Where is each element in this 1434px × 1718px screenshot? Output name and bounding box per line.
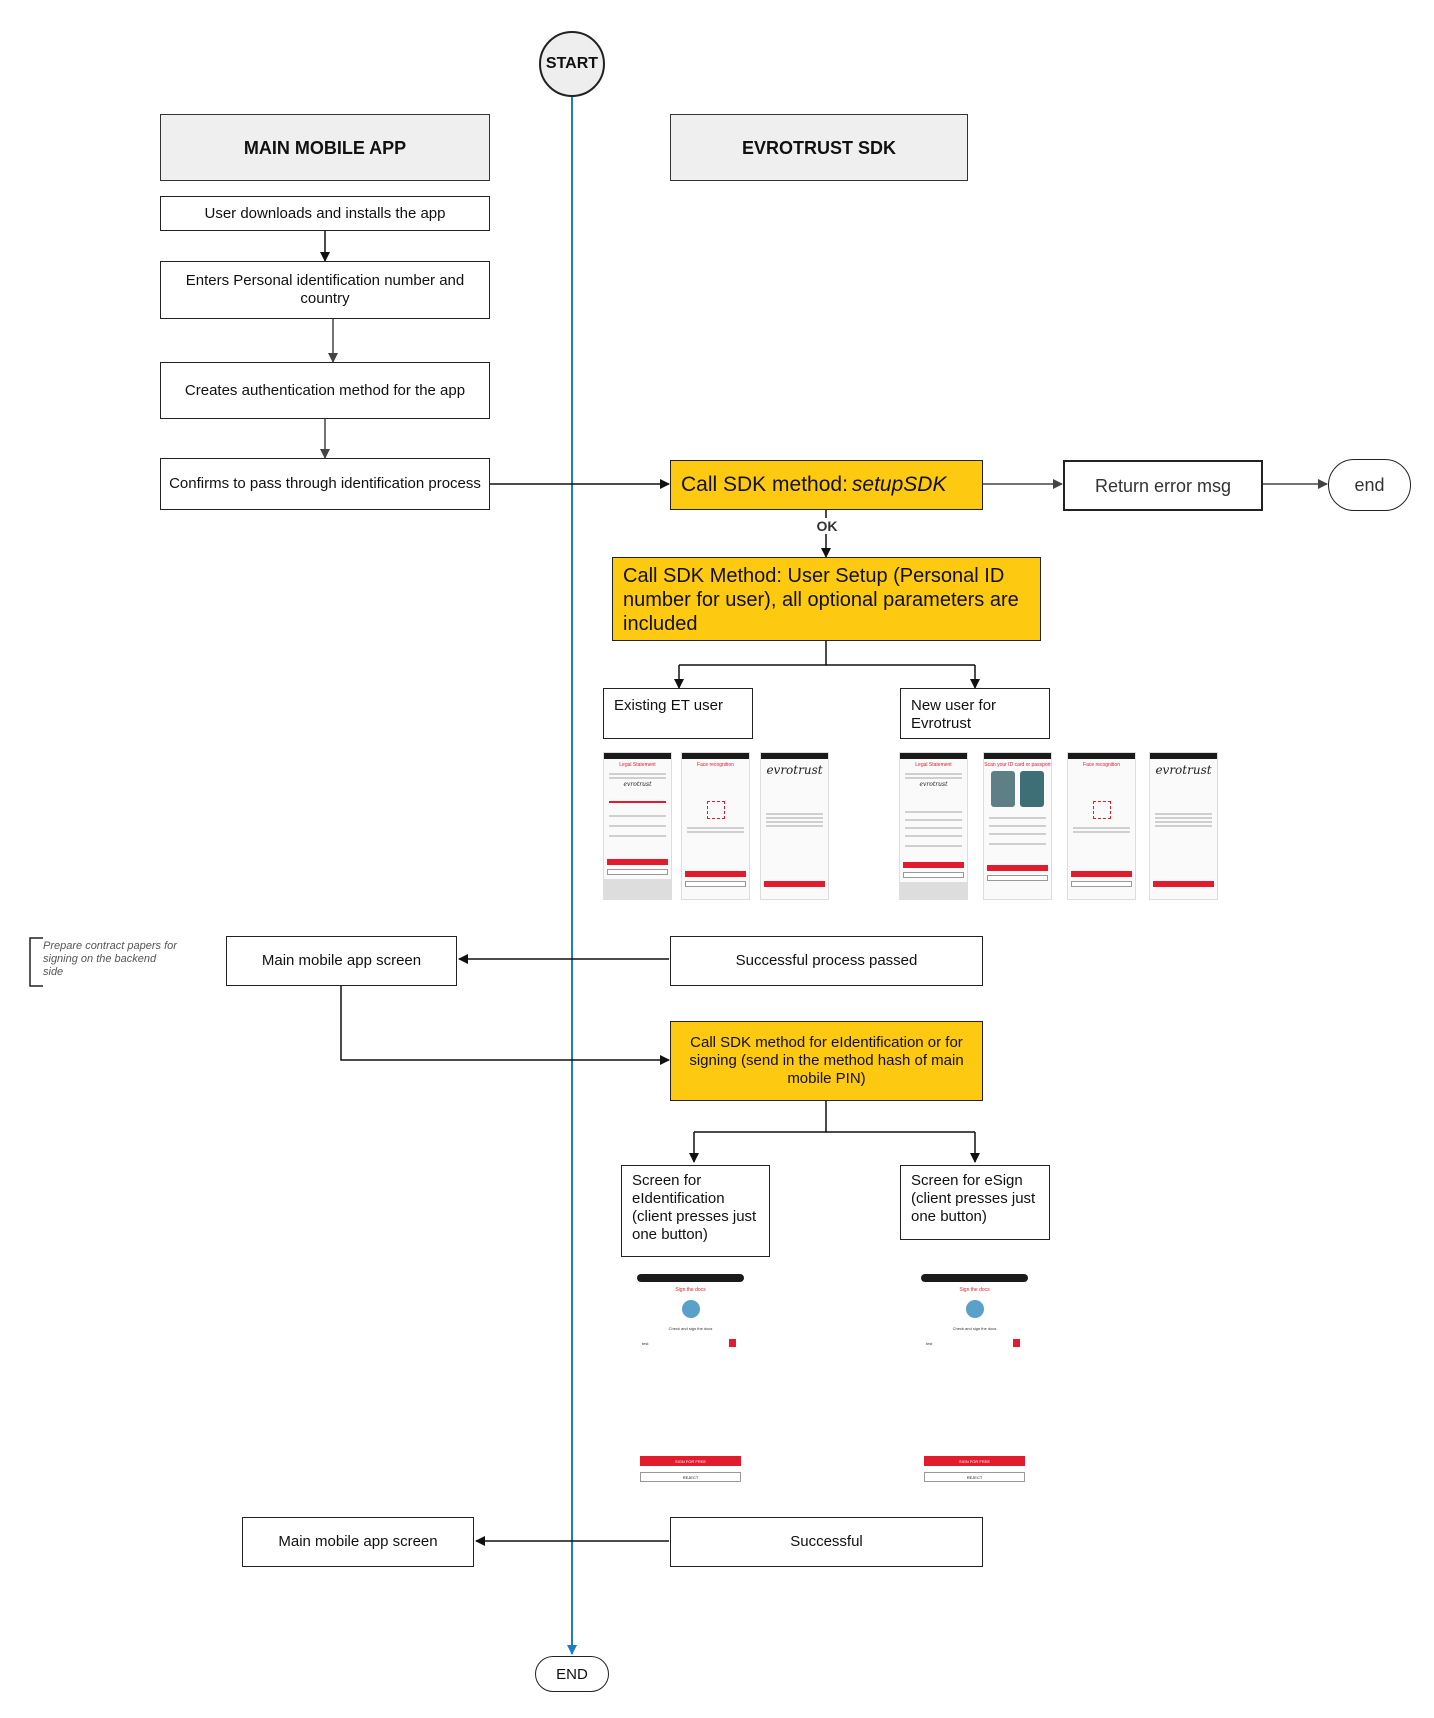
arrow-main-to-eid [340,985,670,1065]
phone-sign-eid: Sign the docs Check and sign the docs te… [637,1274,744,1502]
sdk-setup-call: Call SDK method: setupSDK [670,460,983,510]
sign-title: Sign the docs [675,1287,706,1293]
step-enter-pin: Enters Personal identification number an… [160,261,490,319]
sdk-header: EVROTRUST SDK [670,114,968,181]
split-user-setup [679,640,827,666]
phone-new-face: Face recognition [1067,752,1136,900]
phone-legal-statement: Legal Statement evrotrust [603,752,672,900]
screen-esign-box: Screen for eSign (client presses just on… [900,1165,1050,1240]
split-eid [694,1101,827,1133]
sdk-user-setup: Call SDK Method: User Setup (Personal ID… [612,557,1041,641]
existing-user-box: Existing ET user [603,688,753,739]
phone-scan-id: Scan your ID card or passport [983,752,1052,900]
sdk-eid-call: Call SDK method for eIdentification or f… [670,1021,983,1101]
phone-evrotrust-info: evrotrust [760,752,829,900]
sign-doc-name: test [926,1341,933,1346]
phone-title: Face recognition [1083,762,1120,768]
end-small-terminal: end [1328,459,1411,511]
phone-logo: evrotrust [919,781,948,788]
screen-eid-box: Screen for eIdentification (client press… [621,1165,770,1257]
phone-face-recognition: Face recognition [681,752,750,900]
phone-logo: evrotrust [1155,763,1212,777]
phone-title: Scan your ID card or passport [984,762,1051,768]
sign-subtitle: Check and sign the docs [668,1326,713,1331]
reject-button[interactable]: REJECT [640,1472,741,1482]
reject-button[interactable]: REJECT [924,1472,1025,1482]
phone-new-evrotrust: evrotrust [1149,752,1218,900]
error-box: Return error msg [1063,460,1263,511]
end-terminal: END [535,1656,609,1692]
note-bracket [29,937,43,987]
phone-sign-esign: Sign the docs Check and sign the docs te… [921,1274,1028,1502]
sign-title: Sign the docs [959,1287,990,1293]
step-confirm: Confirms to pass through identification … [160,458,490,510]
sign-button[interactable]: SIGN FOR FREE [640,1456,741,1466]
phone-logo: evrotrust [766,763,823,777]
sign-button[interactable]: SIGN FOR FREE [924,1456,1025,1466]
sign-doc-name: test [642,1341,649,1346]
sign-subtitle: Check and sign the docs [952,1326,997,1331]
phone-new-legal: Legal Statement evrotrust [899,752,968,900]
phone-title: Legal Statement [619,762,656,768]
start-terminal: START [539,31,605,97]
step-download: User downloads and installs the app [160,196,490,231]
sdk-setup-label: Call SDK method: [681,473,848,496]
sdk-setup-method: setupSDK [851,473,947,496]
main-screen-1: Main mobile app screen [226,936,457,986]
phone-logo: evrotrust [623,781,652,788]
new-user-box: New user for Evrotrust [900,688,1050,739]
main-app-header: MAIN MOBILE APP [160,114,490,181]
phone-title: Legal Statement [915,762,952,768]
successful-box: Successful [670,1517,983,1567]
backend-note: Prepare contract papers for signing on t… [43,940,177,978]
ok-label: OK [810,518,844,534]
main-screen-2: Main mobile app screen [242,1517,474,1567]
phone-title: Face recognition [697,762,734,768]
success-process-box: Successful process passed [670,936,983,986]
step-auth: Creates authentication method for the ap… [160,362,490,419]
